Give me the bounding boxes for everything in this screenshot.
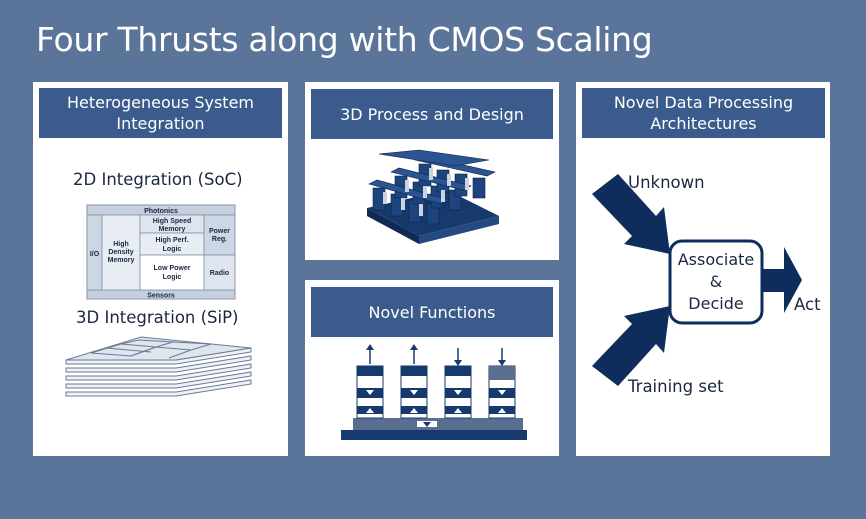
header-line: Novel Data Processing — [613, 93, 794, 112]
hdm-text-1: High — [113, 241, 129, 248]
header-line: Integration — [116, 114, 205, 133]
hsm-text-2: Memory — [159, 226, 186, 233]
sensors-text: Sensors — [147, 293, 175, 300]
panel-header-integration: Heterogeneous System Integration — [39, 88, 282, 138]
panel-data-processing: Novel Data Processing Architectures Unkn… — [576, 82, 830, 456]
sip-stack-diagram — [65, 336, 252, 397]
novel-functions-device-image — [341, 344, 527, 440]
act-arrow-icon — [763, 247, 802, 313]
box-text: Associate & Decide — [670, 241, 762, 323]
hpl-text-2: Logic — [163, 246, 182, 253]
sip-label: 3D Integration (SiP) — [76, 308, 239, 327]
unknown-label: Unknown — [628, 173, 705, 192]
act-label: Act — [794, 295, 821, 314]
soc-label: 2D Integration (SoC) — [73, 170, 243, 189]
power-reg-text-1: Power — [209, 228, 230, 235]
hpl-text-1: High Perf. — [155, 237, 188, 244]
panel-heterogeneous-integration: Heterogeneous System Integration 2D Inte… — [33, 82, 288, 456]
header-line: Architectures — [650, 114, 757, 133]
io-text: I/O — [90, 251, 100, 258]
radio-text: Radio — [210, 270, 229, 277]
header-line: Heterogeneous System — [66, 93, 254, 112]
hsm-text-1: High Speed — [153, 218, 192, 225]
panel-header-novel-functions: Novel Functions — [311, 287, 553, 337]
power-reg-text-2: Reg. — [212, 236, 227, 243]
hdm-text-3: Memory — [108, 257, 135, 264]
unknown-arrow-icon — [592, 174, 670, 254]
box-line: Decide — [688, 294, 744, 313]
panel-header-3d-process: 3D Process and Design — [311, 89, 553, 139]
box-line: & — [709, 272, 723, 291]
lpl-text-2: Logic — [163, 274, 182, 281]
training-arrow-icon — [592, 306, 670, 386]
panel-header-data-processing: Novel Data Processing Architectures — [582, 88, 825, 138]
hdm-text-2: Density — [108, 249, 133, 256]
photonics-text: Photonics — [144, 208, 178, 215]
box-line: Associate — [677, 250, 755, 269]
3d-process-stack-image — [367, 149, 499, 244]
associate-decide-box — [668, 239, 764, 325]
training-set-label: Training set — [628, 377, 724, 396]
associate-decide-diagram — [592, 174, 802, 386]
soc-block-diagram: Photonics Sensors I/O High Density Memor… — [86, 204, 236, 300]
panel-novel-functions: Novel Functions — [305, 280, 559, 456]
lpl-text-1: Low Power — [154, 265, 191, 272]
slide-title: Four Thrusts along with CMOS Scaling — [36, 20, 653, 59]
panel-3d-process: 3D Process and Design — [305, 82, 559, 260]
